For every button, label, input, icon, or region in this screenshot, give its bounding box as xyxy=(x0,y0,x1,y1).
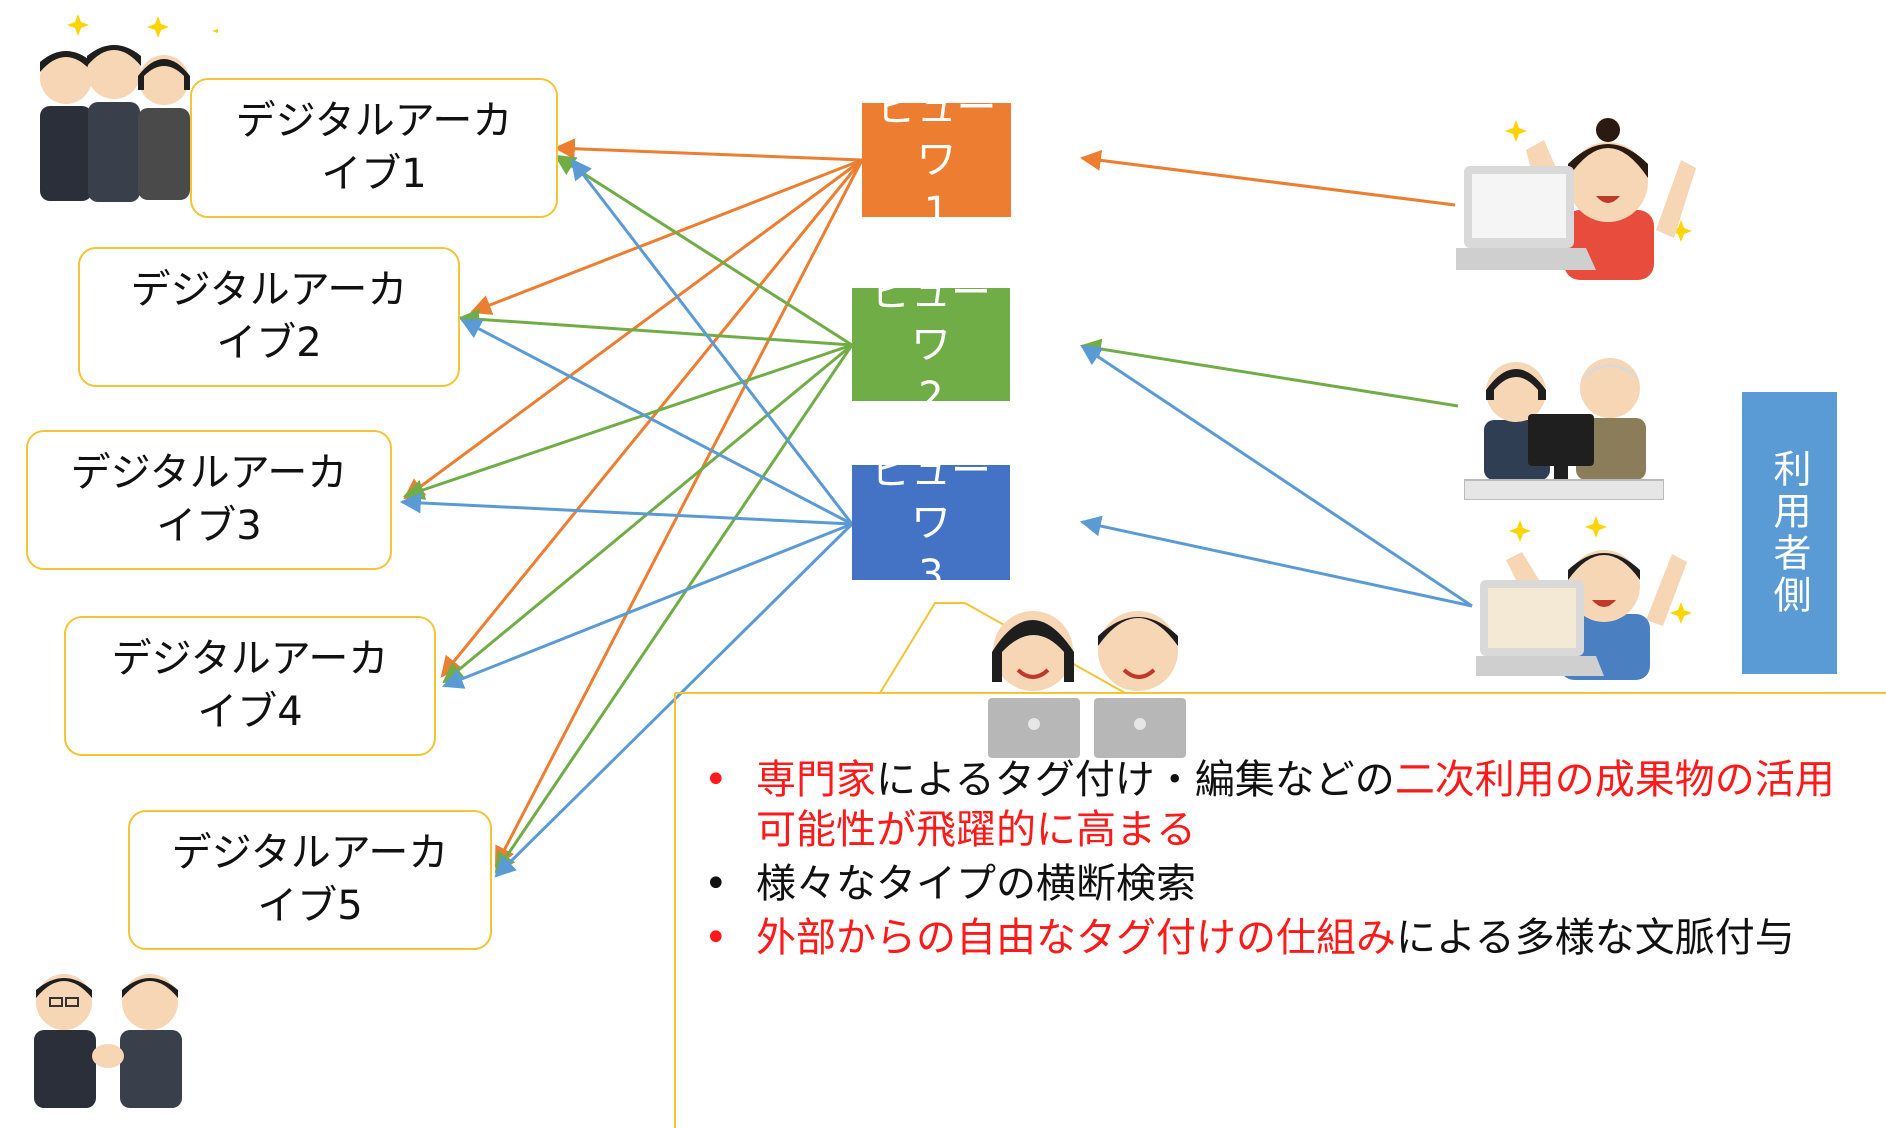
team-of-three-illustration xyxy=(40,14,218,202)
user-side-text: 利用者側 xyxy=(1767,449,1811,617)
page-title xyxy=(195,0,1695,14)
callout-text-segment: 外部からの自由なタグ付けの仕組み xyxy=(756,915,1396,961)
user-side-label: 利用者側 xyxy=(1742,392,1837,674)
arrow-v3 xyxy=(460,318,853,526)
archive-label-line2: イブ1 xyxy=(321,151,427,197)
bullet-icon: • xyxy=(704,861,728,907)
callout-text-segment: による多様な文脈付与 xyxy=(1396,915,1795,961)
arrow-v1 xyxy=(1079,149,1456,207)
arrow-v3 xyxy=(399,492,853,526)
viewer-box-1: ビューワ 1 xyxy=(862,85,1011,235)
handshake-pair-illustration xyxy=(34,974,182,1108)
callout-text-segment: 専門家 xyxy=(756,757,876,803)
callout-item: • 様々なタイプの横断検索 xyxy=(704,859,1874,909)
arrow-v1 xyxy=(440,159,864,678)
arrow-v3 xyxy=(570,158,854,525)
arrow-v2 xyxy=(1079,338,1459,408)
arrow-v2 xyxy=(442,343,853,684)
archive-label-line2: イブ3 xyxy=(156,503,262,549)
viewer-label-line2: 2 xyxy=(918,373,944,420)
archive-box-3: デジタルアーカイブ3 xyxy=(26,430,392,570)
elderly-and-helper-pc-illustration xyxy=(1464,358,1664,500)
callout-item: • 外部からの自由なタグ付けの仕組みによる多様な文脈付与 xyxy=(704,913,1874,963)
callout-list: •専門家によるタグ付け・編集などの二次利用の成果物の活用可能性が飛躍的に高まる•… xyxy=(704,755,1874,963)
archive-box-2: デジタルアーカイブ2 xyxy=(78,247,460,387)
archive-box-1: デジタルアーカイブ1 xyxy=(190,78,558,218)
viewer-label-line1: ビューワ xyxy=(871,447,991,546)
callout-text-segment: 二次利用の成果物の活用可能性が飛躍的に高まる xyxy=(756,757,1835,853)
callout-box: •専門家によるタグ付け・編集などの二次利用の成果物の活用可能性が飛躍的に高まる•… xyxy=(704,755,1874,967)
arrow-v3 xyxy=(1079,515,1473,608)
viewer-label-line2: 3 xyxy=(918,551,944,598)
viewer-label-line1: ビューワ xyxy=(871,269,991,368)
arrow-v3 xyxy=(1080,344,1473,608)
archive-label-line1: デジタルアーカ xyxy=(171,830,449,877)
viewer-box-3: ビューワ 3 xyxy=(852,448,1010,598)
archive-label-line1: デジタルアーカ xyxy=(235,98,513,145)
archive-label-line2: イブ5 xyxy=(257,883,363,929)
viewer-label-line1: ビューワ xyxy=(876,85,997,183)
archive-label-line1: デジタルアーカ xyxy=(70,450,348,497)
arrow-v2 xyxy=(554,154,853,347)
archive-label-line2: イブ2 xyxy=(216,320,322,366)
two-experts-laptops-illustration xyxy=(988,611,1186,758)
archive-box-4: デジタルアーカイブ4 xyxy=(64,616,436,756)
arrow-v2 xyxy=(403,343,853,500)
archive-label-line1: デジタルアーカ xyxy=(130,267,408,314)
arrow-v2 xyxy=(457,308,853,347)
arrow-v1 xyxy=(553,138,863,162)
happy-boy-laptop-illustration xyxy=(1476,516,1692,680)
viewer-box-2: ビューワ 2 xyxy=(852,270,1010,420)
arrow-v3 xyxy=(442,522,853,689)
viewer-label-line2: 1 xyxy=(923,189,950,235)
callout-text-segment: によるタグ付け・編集などの xyxy=(876,757,1395,803)
callout-text-segment: 様々なタイプの横断検索 xyxy=(756,861,1196,907)
archive-label-line1: デジタルアーカ xyxy=(111,636,389,683)
callout-item: • 専門家によるタグ付け・編集などの二次利用の成果物の活用可能性が飛躍的に高まる xyxy=(704,755,1874,855)
bullet-icon: • xyxy=(704,757,728,803)
archive-box-5: デジタルアーカイブ5 xyxy=(128,810,492,950)
archive-label-line2: イブ4 xyxy=(197,689,303,735)
bullet-icon: • xyxy=(704,915,728,961)
happy-girl-laptop-illustration xyxy=(1456,118,1696,280)
